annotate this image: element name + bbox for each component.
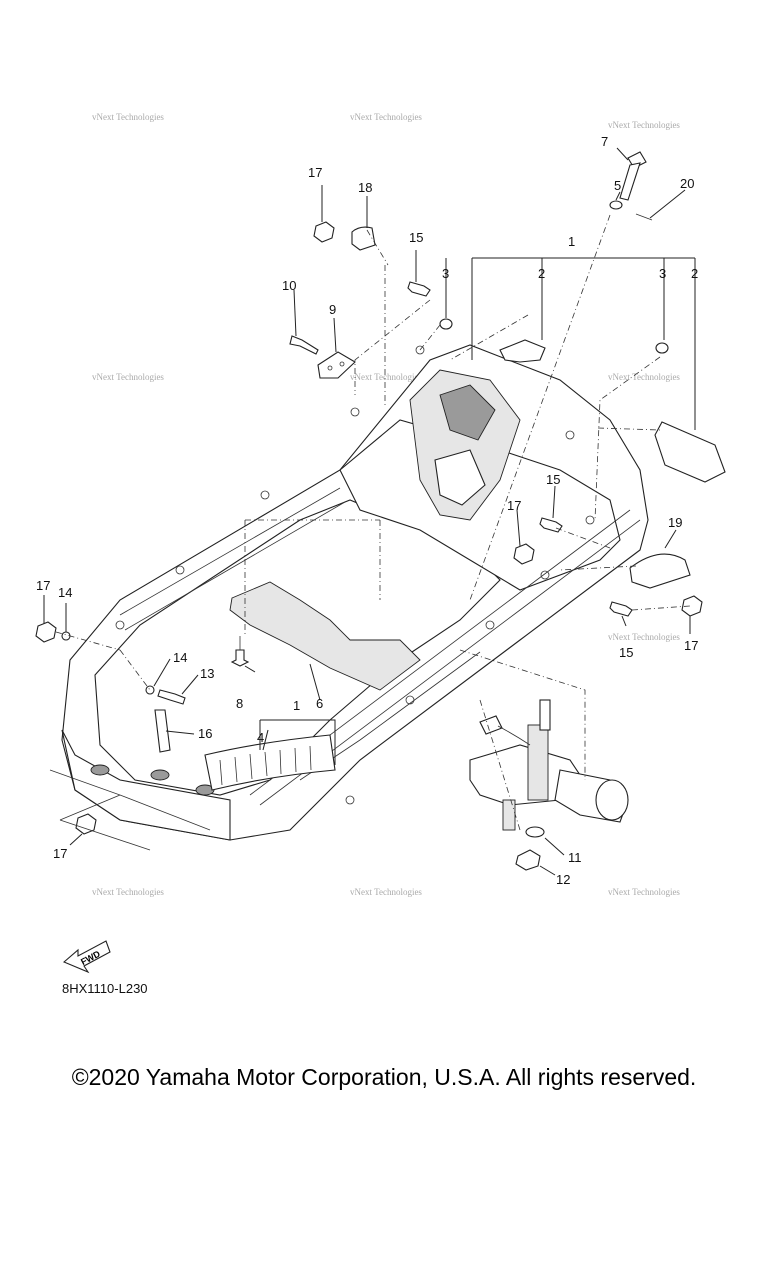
bolt-part-10 [289, 335, 319, 355]
nut-part-17-mid [513, 543, 535, 565]
callout-15: 15 [409, 230, 423, 245]
callout-8: 8 [236, 696, 243, 711]
callout-2: 2 [538, 266, 545, 281]
fwd-arrow-icon: FWD [62, 940, 111, 974]
nut-part-12 [515, 849, 541, 871]
plate-part-9 [317, 351, 356, 379]
leader-lines [43, 147, 696, 876]
nut-part-17-top [313, 221, 335, 243]
callout-17: 17 [684, 638, 698, 653]
nut-part-17-left [35, 621, 57, 643]
watermark: vNext Technologies [608, 887, 680, 897]
watermark: vNext Technologies [608, 632, 680, 642]
watermark: vNext Technologies [350, 372, 422, 382]
callout-17: 17 [308, 165, 322, 180]
callout-11: 11 [568, 850, 582, 865]
washer-part-11 [525, 826, 545, 838]
callout-10: 10 [282, 278, 296, 293]
watermark: vNext Technologies [92, 887, 164, 897]
callout-3: 3 [659, 266, 666, 281]
clamp-part-18 [351, 226, 376, 251]
callout-15: 15 [546, 472, 560, 487]
cap-part-3-left [439, 318, 453, 330]
callout-7: 7 [601, 134, 608, 149]
skid-guard-part-6 [229, 581, 421, 691]
clip-part-16 [154, 709, 171, 753]
bolt-part-8 [230, 649, 250, 667]
washer-part-14-lower [145, 685, 155, 695]
callout-2: 2 [691, 266, 698, 281]
clamp-part-19 [629, 553, 691, 589]
watermark: vNext Technologies [608, 120, 680, 130]
bracket-part-2-left [499, 339, 546, 363]
bolt-part-15-right [609, 601, 633, 617]
watermark: vNext Technologies [350, 887, 422, 897]
diagram-code: 8HX1110-L230 [62, 981, 148, 996]
callout-18: 18 [358, 180, 372, 195]
decal-part-4 [204, 734, 336, 791]
callout-13: 13 [200, 666, 214, 681]
nut-part-17-right [681, 595, 703, 617]
copyright-notice: ©2020 Yamaha Motor Corporation, U.S.A. A… [71, 1064, 697, 1090]
callout-17: 17 [53, 846, 67, 861]
watermark: vNext Technologies [92, 112, 164, 122]
cap-part-3-right [655, 342, 669, 354]
pin-set [609, 151, 653, 221]
callout-14: 14 [173, 650, 187, 665]
callout-6: 6 [316, 696, 323, 711]
callout-3: 3 [442, 266, 449, 281]
callout-16: 16 [198, 726, 212, 741]
nut-part-17-bottom [75, 813, 97, 835]
callout-17: 17 [507, 498, 521, 513]
callout-1: 1 [568, 234, 575, 249]
callout-12: 12 [556, 872, 570, 887]
callout-15: 15 [619, 645, 633, 660]
callout-1: 1 [293, 698, 300, 713]
steering-unit [469, 699, 629, 831]
callout-5: 5 [614, 178, 621, 193]
callout-19: 19 [668, 515, 682, 530]
bolt-part-15-top [407, 281, 431, 297]
watermark: vNext Technologies [350, 112, 422, 122]
callout-14: 14 [58, 585, 72, 600]
bolt-part-13 [157, 689, 186, 705]
parts-diagram: vNext Technologies vNext Technologies vN… [35, 112, 726, 996]
watermark: vNext Technologies [608, 372, 680, 382]
callout-20: 20 [680, 176, 694, 191]
callout-17: 17 [36, 578, 50, 593]
watermark: vNext Technologies [92, 372, 164, 382]
callout-9: 9 [329, 302, 336, 317]
callout-4: 4 [257, 730, 264, 745]
bracket-part-2-right [654, 421, 726, 483]
callout-labels: 1 1 2 2 3 3 4 5 6 7 8 9 10 11 12 13 14 1… [36, 134, 698, 887]
